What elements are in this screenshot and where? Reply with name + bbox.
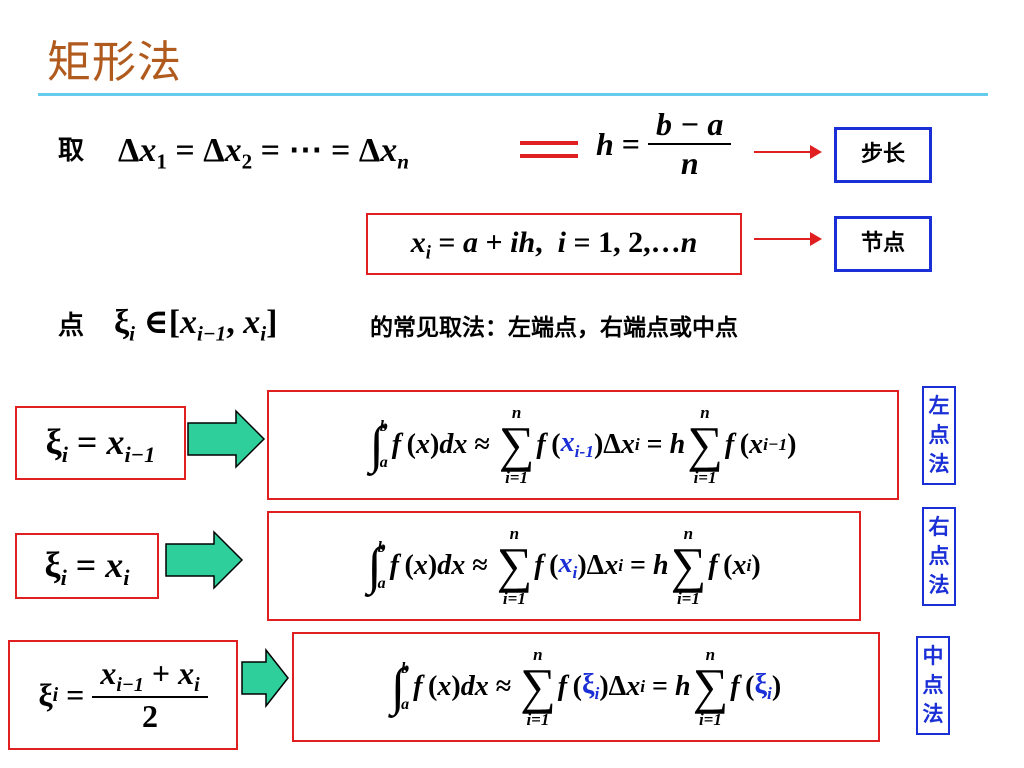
step-arrow xyxy=(754,145,822,159)
right-point-choice: ξi = xi xyxy=(15,533,159,599)
page-title: 矩形法 xyxy=(47,37,182,88)
mid-tag-char: 点 xyxy=(922,673,944,697)
left-tag-char: 点 xyxy=(928,423,950,447)
methods-text: 的常见取法：左端点，右端点或中点 xyxy=(370,315,738,341)
right-tag-char: 法 xyxy=(928,573,950,597)
title-divider xyxy=(38,93,988,96)
mid-tag-char: 法 xyxy=(922,702,944,726)
right-tag-char: 右 xyxy=(928,515,950,539)
node-arrow xyxy=(754,232,822,246)
double-bar-equals xyxy=(520,141,578,167)
right-method-tag: 右 点 法 xyxy=(922,507,956,606)
node-formula: xi = a + ih, i = 1, 2,…n xyxy=(366,213,742,275)
node-tag: 节点 xyxy=(834,216,932,272)
left-method-tag: 左 点 法 xyxy=(922,386,956,485)
mid-method-tag: 中 点 法 xyxy=(916,636,950,735)
xi-interval: ξi ∈[xi−1, xi] xyxy=(114,304,278,346)
left-point-arrow xyxy=(187,409,266,469)
left-tag-char: 法 xyxy=(928,452,950,476)
take-label: 取 xyxy=(58,136,85,166)
left-tag-char: 左 xyxy=(928,394,950,418)
mid-tag-char: 中 xyxy=(922,644,944,668)
right-tag-char: 点 xyxy=(928,544,950,568)
right-point-arrow xyxy=(165,530,244,590)
step-tag: 步长 xyxy=(834,127,932,183)
point-label: 点 xyxy=(58,311,85,341)
left-point-choice: ξi = xi−1 xyxy=(15,406,186,480)
equal-increments-formula: Δx1 = Δx2 = ⋯ = Δxn xyxy=(118,132,409,174)
midpoint-arrow xyxy=(241,648,289,708)
